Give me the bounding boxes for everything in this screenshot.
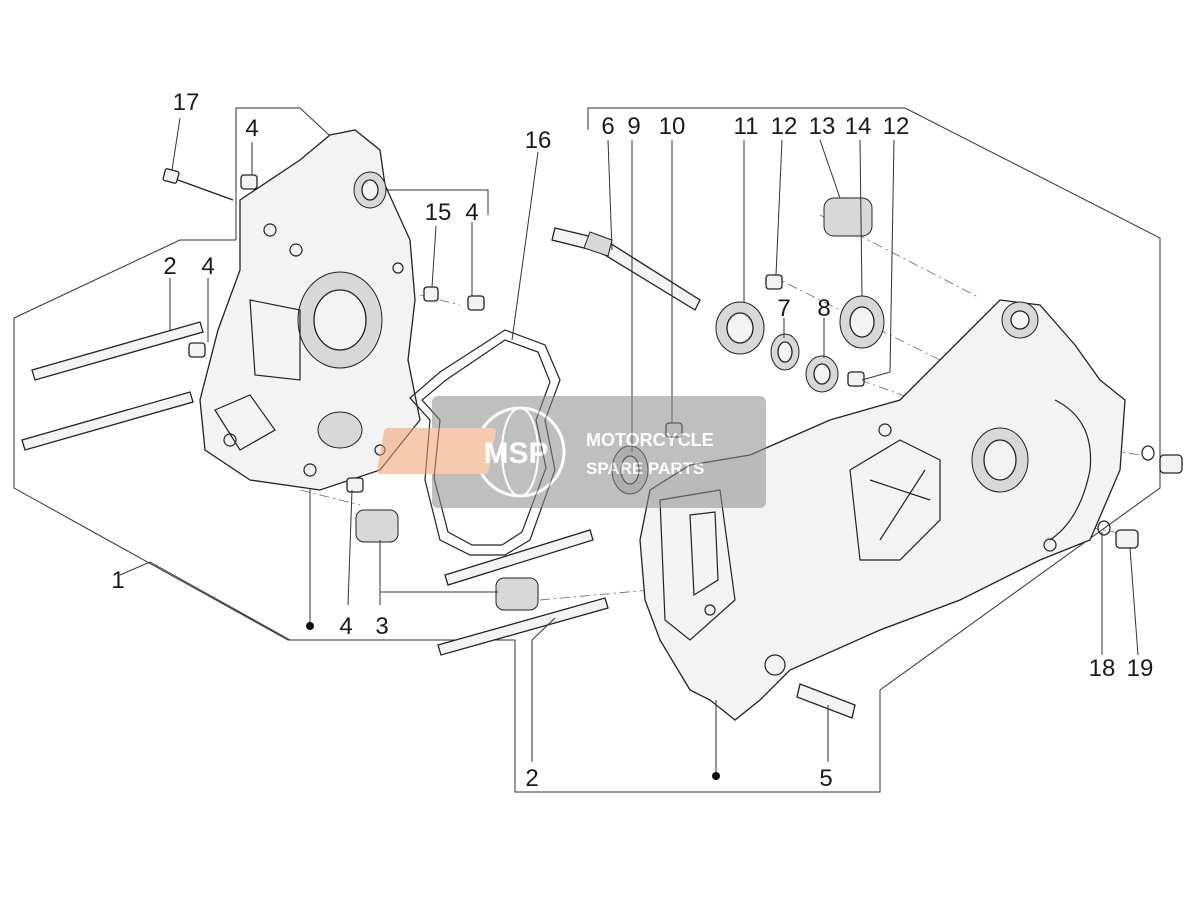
watermark: MSP MOTORCYCLE SPARE PARTS [377,396,766,508]
callout-8: 8 [817,295,830,322]
callout-6: 6 [601,113,614,140]
callout-11: 11 [734,113,759,140]
callout-16: 16 [525,127,552,154]
callout-12-a: 12 [771,113,798,140]
watermark-band [432,396,766,508]
washers-18 [1097,445,1155,536]
callout-labels: 1 2 2 3 4 4 4 4 5 6 7 8 9 10 11 12 12 13… [111,89,1153,792]
bolt-17 [162,168,234,201]
dowel-pins-4 [188,174,485,493]
callout-1: 1 [111,567,124,594]
watermark-logo-box [377,428,496,474]
leader-lines [119,117,1139,775]
plugs-19 [1115,454,1183,549]
callout-10: 10 [659,113,686,140]
seal-7 [770,333,800,371]
pins-12 [765,274,865,387]
fitting-15 [423,286,439,302]
watermark-logo: MSP [483,437,548,470]
bushing-13 [823,197,873,237]
bearing-14 [839,295,885,349]
group-outline-left [13,107,881,793]
callout-7: 7 [777,295,790,322]
bearing-11 [715,301,765,355]
output-shaft-6 [551,227,701,311]
watermark-line2: SPARE PARTS [586,459,704,478]
callout-3: 3 [375,613,388,640]
stud-rods-2 [21,321,609,656]
left-crankcase-half [199,129,421,491]
callout-4-right: 4 [465,199,478,226]
callout-4-bottom: 4 [339,613,352,640]
bushings-3 [355,509,539,611]
stud-5 [796,683,856,719]
callout-15: 15 [425,199,452,226]
bearing-8 [805,355,839,393]
callout-4-left: 4 [201,253,214,280]
callout-5: 5 [819,765,832,792]
callout-14: 14 [845,113,872,140]
right-crankcase-half [639,299,1126,721]
callout-17: 17 [173,89,200,116]
callout-2-left: 2 [163,253,176,280]
watermark-globe-meridian [501,407,539,497]
callout-2-bottom: 2 [525,765,538,792]
callout-18: 18 [1089,655,1116,682]
callout-4-top: 4 [245,115,258,142]
callout-19: 19 [1127,655,1154,682]
callout-13: 13 [809,113,836,140]
watermark-line1: MOTORCYCLE [586,430,714,450]
reference-dot-left [306,622,314,630]
callout-12-b: 12 [883,113,910,140]
group-outline-right [587,107,1161,691]
reference-dot-right [712,772,720,780]
callout-9: 9 [627,113,640,140]
